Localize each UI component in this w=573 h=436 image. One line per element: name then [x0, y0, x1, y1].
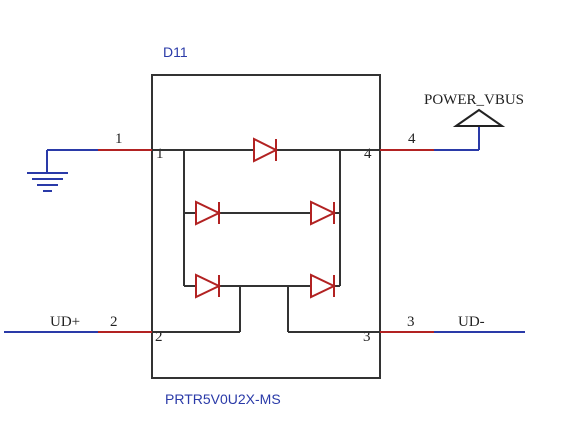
- diode-lower-left-icon: [195, 273, 222, 299]
- pin-3-inner-number: 3: [363, 329, 371, 345]
- pin-2-number: 2: [110, 314, 118, 330]
- ud-plus-net-label: UD+: [50, 314, 80, 330]
- pin-4-inner-number: 4: [364, 146, 372, 162]
- diode-upper-right-icon: [310, 200, 337, 226]
- part-number-label: PRTR5V0U2X-MS: [165, 391, 281, 407]
- pin-1-inner-number: 1: [156, 146, 164, 162]
- pin-2-inner-number: 2: [155, 329, 163, 345]
- component-body: [151, 74, 381, 379]
- diode-upper-left-icon: [195, 200, 222, 226]
- internal-wiring: [152, 149, 380, 333]
- power-port-icon: [452, 108, 506, 127]
- power-port-label: POWER_VBUS: [424, 92, 524, 108]
- ud-minus-net-label: UD-: [458, 314, 485, 330]
- pin-1-number: 1: [115, 131, 123, 147]
- ground-icon: [27, 150, 68, 192]
- pin-4-number: 4: [408, 131, 416, 147]
- designator-label: D11: [163, 44, 188, 60]
- diode-lower-right-icon: [310, 273, 337, 299]
- diode-main-icon: [253, 137, 279, 163]
- pin-3-number: 3: [407, 314, 415, 330]
